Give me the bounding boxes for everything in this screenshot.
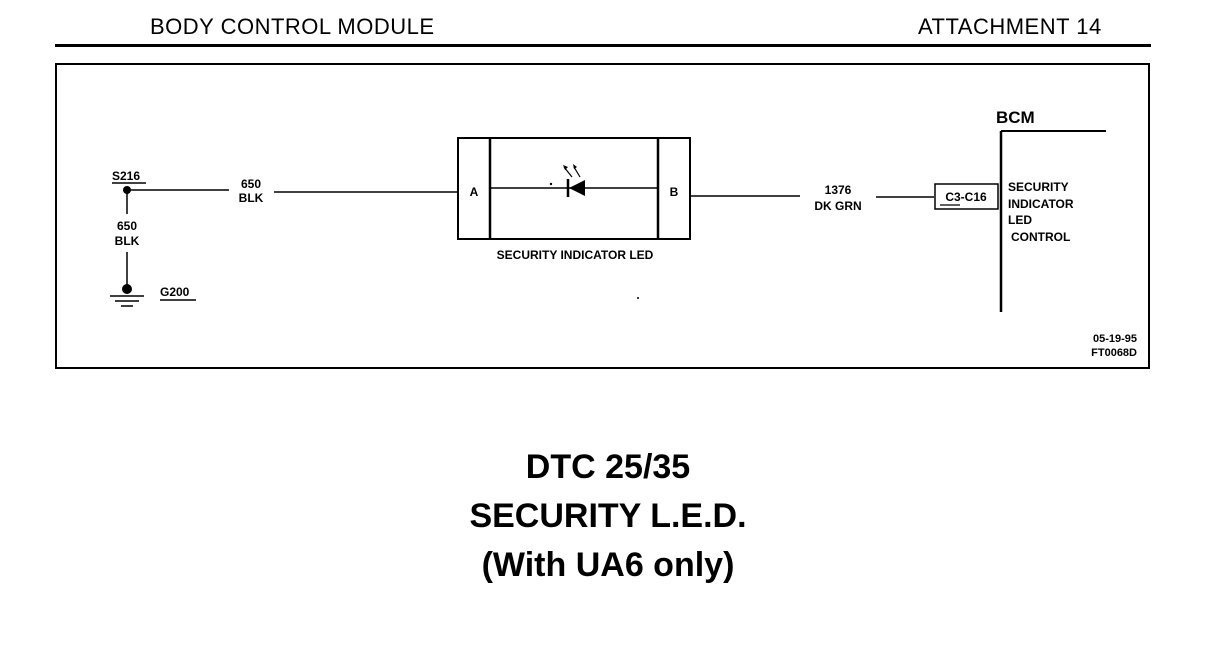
bcm-function-line-3: LED [1008,213,1032,227]
header-rule [55,44,1151,47]
dtc-subtitle: SECURITY L.E.D. [469,497,747,535]
ground-label: G200 [160,285,190,299]
led-label: SECURITY INDICATOR LED [497,248,654,262]
wire-1376-color: DK GRN [814,199,861,213]
figure-code: FT0068D [1091,347,1137,359]
attachment-label: ATTACHMENT 14 [918,14,1102,39]
bcm-function-line-1: SECURITY [1008,180,1069,194]
connector-box [934,183,999,210]
wire-650-color: BLK [239,191,264,205]
wire-650-number: 650 [241,177,261,191]
header-title: BODY CONTROL MODULE [150,14,435,39]
led-terminal-b: B [670,185,679,199]
bcm-title: BCM [996,108,1035,127]
connector-label: C3-C16 [945,190,987,204]
wire-650-vertical-color: BLK [115,234,140,248]
dtc-title: DTC 25/35 [525,448,691,486]
ground-icon [110,284,144,307]
stray-dot [637,297,639,299]
splice-label: S216 [112,169,140,183]
led-diode-icon [549,164,585,197]
dtc-option-note: (With UA6 only) [481,546,735,584]
led-terminal-a: A [470,185,479,199]
led-component-box [457,137,691,240]
wire-1376-number: 1376 [825,183,852,197]
date-code: 05-19-95 [1093,333,1137,345]
bcm-function-line-4: CONTROL [1011,230,1070,244]
bcm-function-line-2: INDICATOR [1008,197,1074,211]
diagram-frame [55,63,1150,369]
wire-650-vertical-number: 650 [117,219,137,233]
